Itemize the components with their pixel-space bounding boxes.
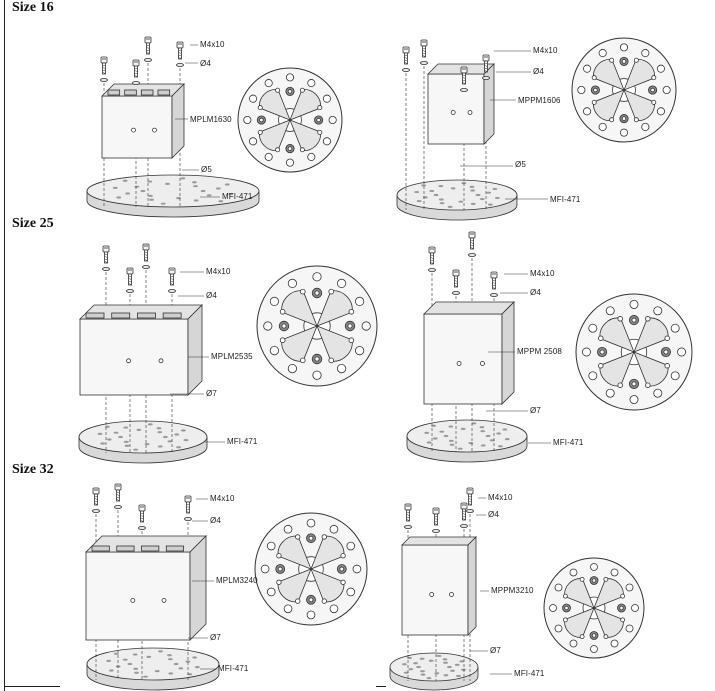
s32-left-screws xyxy=(92,483,192,531)
s32-left-pin-label: Ø7 xyxy=(210,633,221,642)
s25-right-screws xyxy=(428,231,498,297)
s16-right-leader-lines xyxy=(460,50,548,200)
s32-left-gripper-module xyxy=(85,535,207,641)
s25-left-screws xyxy=(102,243,176,293)
s32-right-assembly-drawing xyxy=(389,487,645,691)
s16-left-pin-label: Ø5 xyxy=(201,165,212,174)
s32-left-module-label: MPLM3240 xyxy=(216,576,258,585)
size-16-heading: Size 16 xyxy=(12,0,54,15)
size-32-heading: Size 32 xyxy=(12,462,54,477)
s16-right-screw-label: M4x10 xyxy=(533,46,558,55)
s16-right-assembly-drawing xyxy=(396,37,677,221)
s16-left-mounting-plate xyxy=(86,174,260,218)
s32-right-module-label: MPPM3210 xyxy=(491,586,534,595)
s16-left-gripper-module xyxy=(101,83,185,159)
s32-right-washer-label: Ø4 xyxy=(488,510,499,519)
s25-right-mounting-plate xyxy=(406,419,528,463)
s25-right-washer-label: Ø4 xyxy=(530,288,541,297)
s25-left-assembly-drawing xyxy=(78,243,378,464)
s25-right-gripper-module xyxy=(423,301,515,405)
s25-right-screw-label: M4x10 xyxy=(530,269,555,278)
s32-left-plate-label: MFI-471 xyxy=(218,664,249,673)
s32-left-mounting-plate xyxy=(86,647,220,691)
s32-right-pin-label: Ø7 xyxy=(490,646,501,655)
s32-right-screws xyxy=(404,487,474,534)
s25-right-module-label: MPPM 2508 xyxy=(517,347,562,356)
s16-left-leader-lines xyxy=(175,44,220,198)
s32-right-gripper-module xyxy=(401,536,477,636)
page-border-left xyxy=(4,0,5,691)
s25-left-leader-lines xyxy=(170,271,225,443)
s32-right-leader-lines xyxy=(470,497,512,675)
s16-left-screw-label: M4x10 xyxy=(200,40,225,49)
s25-left-plate-label: MFI-471 xyxy=(227,437,258,446)
s25-right-assembly-drawing xyxy=(406,231,693,463)
size-25-heading: Size 25 xyxy=(12,216,54,231)
s32-right-plate-label: MFI-471 xyxy=(514,669,545,678)
s25-right-leader-lines xyxy=(486,273,551,444)
s16-right-plate-label: MFI-471 xyxy=(550,195,581,204)
s32-left-washer-label: Ø4 xyxy=(210,516,221,525)
s32-left-leader-lines xyxy=(188,498,216,670)
s25-left-module-label: MPLM2535 xyxy=(211,352,253,361)
s16-left-screws xyxy=(100,36,184,86)
page-border-bottom-mark xyxy=(376,686,386,687)
s16-right-washer-label: Ø4 xyxy=(533,67,544,76)
s16-left-top-view-disc xyxy=(237,67,343,173)
s25-left-gripper-module xyxy=(79,304,203,396)
s32-left-top-view-disc xyxy=(254,512,368,626)
s25-left-washer-label: Ø4 xyxy=(206,291,217,300)
s25-left-top-view-disc xyxy=(256,265,378,387)
s16-right-pin-label: Ø5 xyxy=(515,160,526,169)
s32-right-mounting-plate xyxy=(389,652,479,691)
s25-right-top-view-disc xyxy=(575,293,693,411)
s16-right-module-label: MPPM1606 xyxy=(518,96,561,105)
s16-left-plate-label: MFI-471 xyxy=(222,192,253,201)
s16-left-washer-label: Ø4 xyxy=(200,59,211,68)
s16-right-screws xyxy=(402,39,490,93)
s25-left-screw-label: M4x10 xyxy=(206,267,231,276)
s25-left-mounting-plate xyxy=(78,420,208,464)
s25-right-plate-label: MFI-471 xyxy=(553,438,584,447)
s16-left-module-label: MPLM1630 xyxy=(190,115,232,124)
s16-right-gripper-module xyxy=(427,63,495,145)
s16-right-mounting-plate xyxy=(396,179,518,221)
s25-right-pin-label: Ø7 xyxy=(530,406,541,415)
s32-right-screw-label: M4x10 xyxy=(488,493,513,502)
s32-left-screw-label: M4x10 xyxy=(210,494,235,503)
s16-right-top-view-disc xyxy=(571,37,677,143)
s16-left-assembly-drawing xyxy=(86,36,343,218)
page-border-bottom xyxy=(4,686,60,687)
s25-left-pin-label: Ø7 xyxy=(206,389,217,398)
s32-right-top-view-disc xyxy=(543,557,645,659)
s32-left-assembly-drawing xyxy=(85,483,368,691)
